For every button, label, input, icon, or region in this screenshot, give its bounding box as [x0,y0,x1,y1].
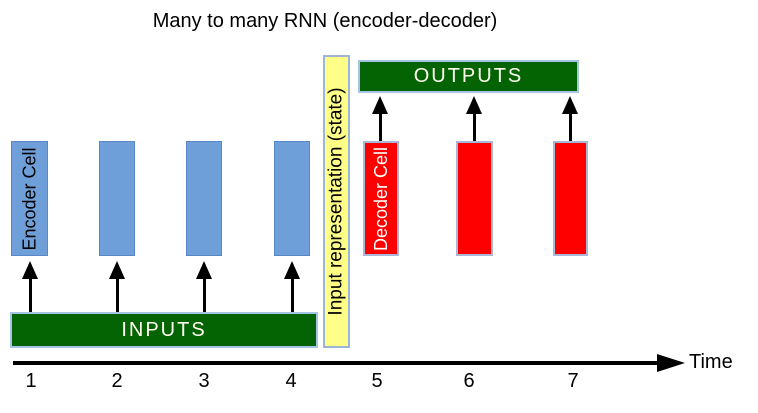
decoder-cell-5: Decoder Cell [363,141,399,256]
arrow-stem [290,279,294,312]
input-arrow-3-icon [196,261,212,312]
output-arrow-6-icon [466,96,482,141]
tick-label-2: 2 [111,370,123,392]
tick-label-7: 7 [567,370,579,392]
input-arrow-2-icon [109,261,125,312]
outputs-bar: OUTPUTS [358,60,579,93]
encoder-cell-3 [186,141,222,256]
diagram-title: Many to many RNN (encoder-decoder) [152,10,498,32]
tick-label-3: 3 [198,370,210,392]
arrowhead-up-icon [22,261,38,279]
inputs-bar-label: INPUTS [121,318,207,341]
arrow-stem [28,279,32,312]
arrow-stem [568,114,572,141]
encoder-cell-4 [274,141,310,256]
arrowhead-up-icon [562,96,578,114]
arrowhead-up-icon [284,261,300,279]
arrowhead-up-icon [466,96,482,114]
state-representation-label: Input representation (state) [326,87,348,316]
tick-label-4: 4 [285,370,297,392]
state-representation-bar: Input representation (state) [323,55,350,348]
arrowhead-up-icon [372,96,388,114]
encoder-cell-1: Encoder Cell [11,141,48,256]
tick-label-6: 6 [463,370,475,392]
outputs-bar-label: OUTPUTS [413,65,524,87]
decoder-cell-label: Decoder Cell [371,146,392,251]
tick-label-5: 5 [371,370,383,392]
decoder-cell-6 [456,141,493,256]
output-arrow-5-icon [372,96,388,141]
time-axis-label: Time [689,351,733,373]
output-arrow-7-icon [562,96,578,141]
time-axis-arrowhead-icon [657,354,685,372]
arrowhead-up-icon [109,261,125,279]
time-axis-line [13,361,659,365]
tick-label-1: 1 [25,370,37,392]
decoder-cell-7 [553,141,588,256]
arrow-stem [472,114,476,141]
arrow-stem [202,279,206,312]
encoder-cell-label: Encoder Cell [19,146,40,251]
arrowhead-up-icon [196,261,212,279]
input-arrow-4-icon [284,261,300,312]
input-arrow-1-icon [22,261,38,312]
encoder-cell-2 [99,141,135,256]
inputs-bar: INPUTS [10,312,318,348]
arrow-stem [378,114,382,141]
arrow-stem [115,279,119,312]
